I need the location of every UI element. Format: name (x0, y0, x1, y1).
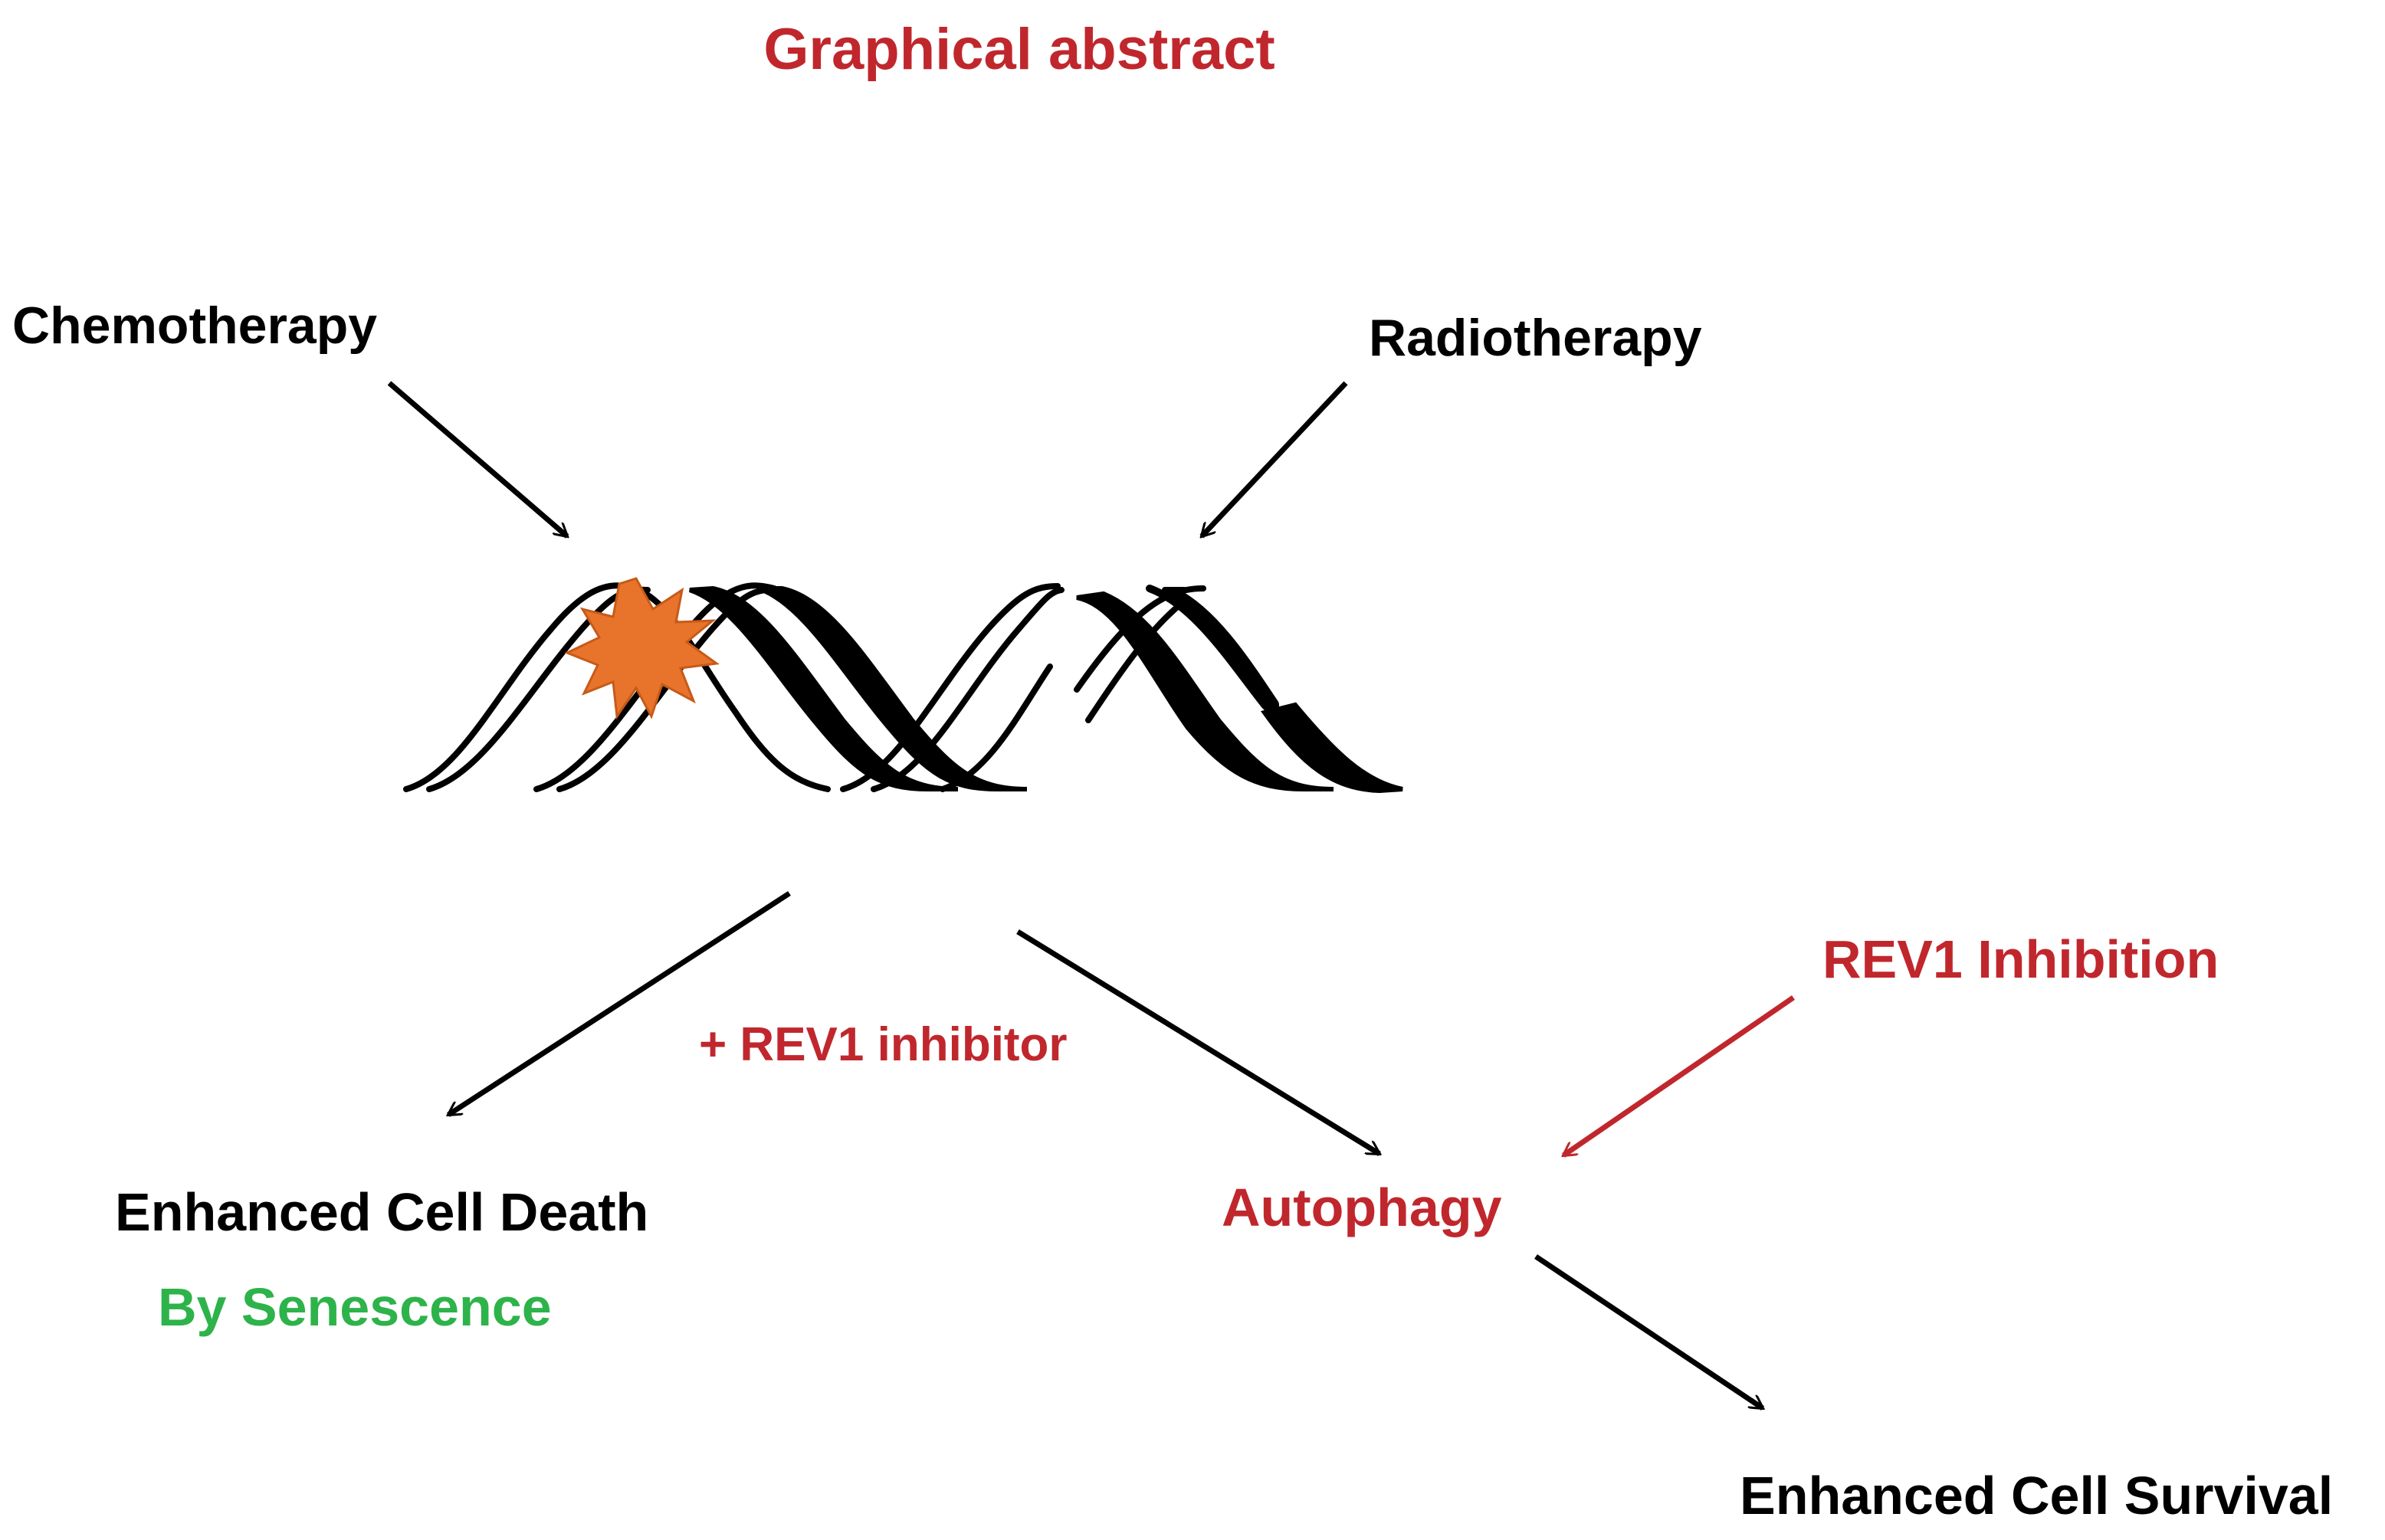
by-senescence-label: By Senescence (158, 1277, 552, 1337)
arrow-to-cell-death (448, 891, 791, 1117)
chemotherapy-label: Chemotherapy (12, 297, 377, 355)
radiotherapy-arrow (1202, 381, 1348, 536)
autophagy-label: Autophagy (1222, 1178, 1502, 1237)
rev1-inhibition-arrow (1563, 995, 1795, 1158)
dna-double-helix-icon (403, 582, 1403, 794)
arrow-to-cell-survival (1534, 1254, 1763, 1411)
radiotherapy-label: Radiotherapy (1369, 309, 1702, 367)
arrow-to-autophagy (1016, 929, 1379, 1156)
enhanced-cell-survival-label: Enhanced Cell Survival (1740, 1466, 2333, 1525)
rev1-inhibitor-label: + REV1 inhibitor (699, 1018, 1068, 1071)
rev1-inhibition-label: REV1 Inhibition (1822, 929, 2219, 989)
diagram-title: Graphical abstract (763, 17, 1275, 82)
enhanced-cell-death-label: Enhanced Cell Death (115, 1182, 648, 1242)
dna-damage-starburst-icon (564, 577, 720, 720)
chemotherapy-arrow (387, 381, 567, 536)
